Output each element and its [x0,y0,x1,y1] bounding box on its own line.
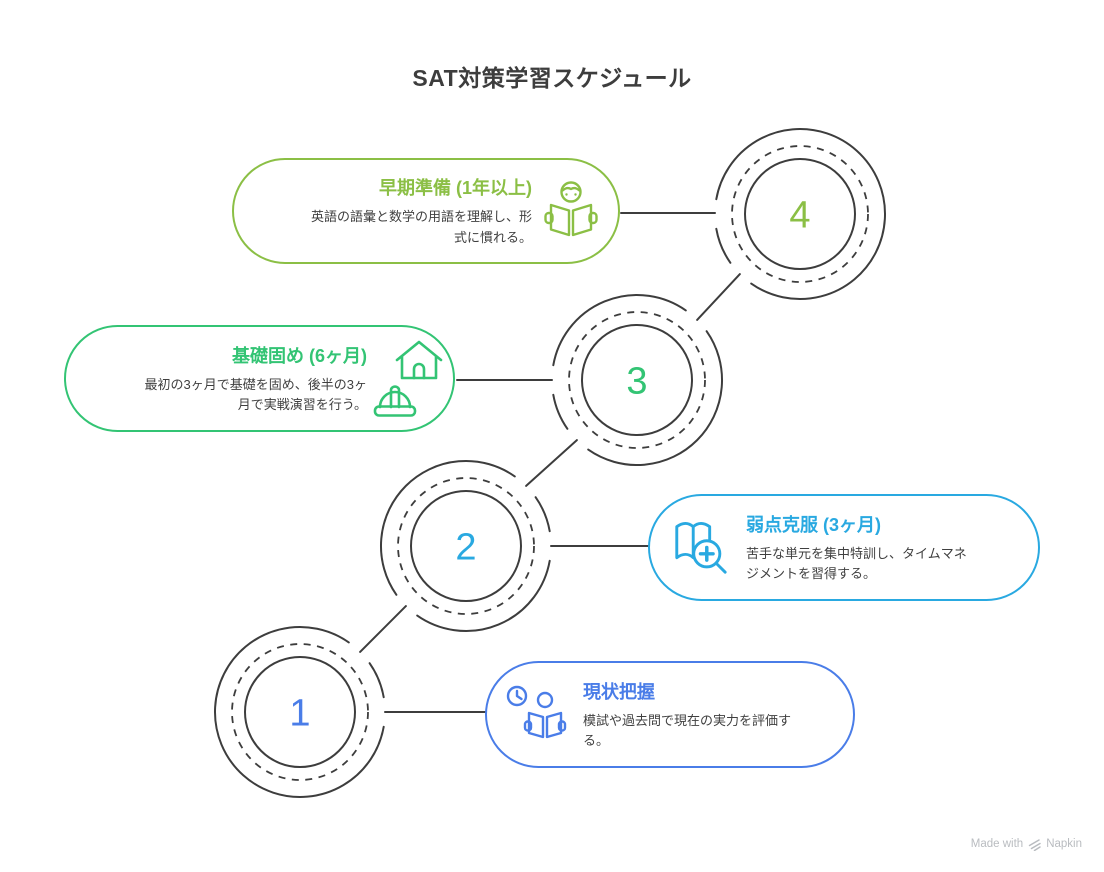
step-title-4: 早期準備 (1年以上) [379,178,532,199]
diagonal-link-2-3 [525,439,578,487]
clock-and-reading-person-icons [503,684,573,746]
node-dashed-ring [397,477,535,615]
step-node-3: 3 [552,293,723,466]
watermark: Made with Napkin [971,837,1082,851]
connector-lines [359,212,741,713]
node-outer-arc [552,293,723,466]
step-number-4: 4 [789,195,810,237]
step-number-3: 3 [626,361,647,403]
node-outer-arc [214,626,385,798]
napkin-logo-icon [1028,837,1041,851]
step-title-3: 基礎固め (6ヶ月) [232,345,367,366]
node-inner-circle [744,158,856,270]
hard-hat-icon [373,384,417,417]
step-callout-4: 早期準備 (1年以上) 英語の語彙と数学の用語を理解し、形 式に慣れる。 [232,158,620,264]
house-icon [395,340,443,379]
watermark-prefix: Made with [970,838,1024,850]
page-title: SAT対策学習スケジュール [412,65,692,92]
node-inner-circle [581,324,693,436]
step-description-3: 最初の3ヶ月で基礎を固め、後半の3ヶ 月で実戦演習を行う。 [144,376,367,412]
node-dashed-ring [731,145,869,283]
diagonal-link-3-4 [696,273,741,321]
node-dashed-ring [231,643,369,781]
step-node-4: 4 [715,128,886,300]
house-and-hard-hat-icons [371,337,445,421]
book-magnifier-icon [668,517,732,579]
node-outer-arc [715,128,886,300]
reading-person-icon [538,179,604,243]
node-inner-circle [410,490,522,602]
step-title-2: 弱点克服 (3ヶ月) [746,514,881,535]
step-node-2: 2 [380,460,551,633]
step-node-1: 1 [214,626,385,798]
step-number-1: 1 [289,693,310,735]
node-inner-circle [244,656,356,768]
step-description-2: 苦手な単元を集中特訓し、タイムマネ ジメントを習得する。 [746,545,967,581]
step-callout-1: 現状把握 模試や過去問で現在の実力を評価す る。 [485,661,855,768]
watermark-brand: Napkin [1046,838,1082,850]
step-number-2: 2 [455,527,476,569]
step-callout-3: 基礎固め (6ヶ月) 最初の3ヶ月で基礎を固め、後半の3ヶ 月で実戦演習を行う。 [64,325,455,432]
step-callout-2: 弱点克服 (3ヶ月) 苦手な単元を集中特訓し、タイムマネ ジメントを習得する。 [648,494,1040,601]
reading-person-icon [523,691,567,738]
diagonal-link-1-2 [359,605,407,653]
step-description-1: 模試や過去問で現在の実力を評価す る。 [583,712,792,748]
step-description-4: 英語の語彙と数学の用語を理解し、形 式に慣れる。 [310,209,532,245]
clock-icon [506,685,528,706]
node-dashed-ring [568,311,706,449]
step-title-1: 現状把握 [583,681,655,702]
node-outer-arc [380,460,551,633]
